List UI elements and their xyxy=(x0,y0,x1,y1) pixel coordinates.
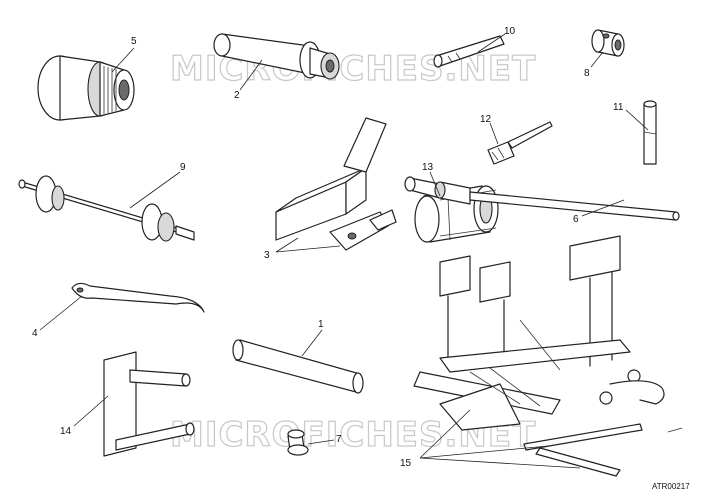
callout-15: 15 xyxy=(400,458,412,469)
callout-4: 4 xyxy=(32,328,38,339)
callout-1: 1 xyxy=(318,319,324,330)
part-3-box-and-tool xyxy=(275,117,397,251)
callout-9: 9 xyxy=(180,162,186,173)
callout-12: 12 xyxy=(480,114,492,125)
part-12-bolt-tool xyxy=(487,121,553,165)
part-4-hook-spanner xyxy=(71,282,205,313)
callout-layer: 5 2 10 8 11 12 9 13 6 3 4 1 14 xyxy=(32,26,649,469)
diagram-code: ATR00217 xyxy=(652,482,690,491)
callout-14: 14 xyxy=(60,426,72,437)
part-8-sleeve xyxy=(591,29,625,57)
callout-2: 2 xyxy=(234,90,240,101)
part-14-frame-stand xyxy=(103,351,195,457)
callout-7: 7 xyxy=(336,434,342,445)
callout-6: 6 xyxy=(573,214,579,225)
part-5-threaded-bush xyxy=(37,55,135,121)
part-9-rod-with-cones xyxy=(18,175,195,242)
callout-10: 10 xyxy=(504,26,516,37)
callout-5: 5 xyxy=(131,36,137,47)
callout-11: 11 xyxy=(613,102,624,113)
part-2-shaft xyxy=(213,33,340,80)
callout-8: 8 xyxy=(584,68,590,79)
part-6-collared-shaft xyxy=(404,176,680,221)
part-10-rod xyxy=(433,35,505,68)
callout-13: 13 xyxy=(422,162,434,173)
part-15-stand-assembly xyxy=(413,235,683,477)
callout-3: 3 xyxy=(264,250,270,261)
part-11-pin xyxy=(643,100,657,165)
part-1-cylinder-bar xyxy=(232,339,364,394)
part-7-fitting xyxy=(287,429,309,456)
